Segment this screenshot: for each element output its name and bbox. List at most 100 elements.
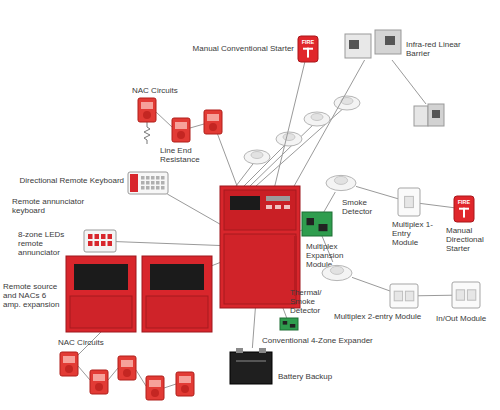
smoke-detector-symbol: [304, 112, 330, 126]
smoke-detector-symbol: [244, 150, 270, 164]
barrier-icon: [345, 30, 401, 58]
panel-icon: [220, 186, 300, 308]
plate1-icon: [405, 196, 414, 207]
resistor-symbol: [144, 122, 150, 144]
barrier-icon: [349, 40, 359, 49]
device-marking: FIRE: [454, 199, 474, 205]
plate2-icon: [452, 282, 480, 308]
wire-connector: [352, 277, 390, 291]
plate2-icon: [390, 284, 418, 308]
ir-barrier-symbol: [414, 104, 444, 126]
cabinets-icon: [74, 264, 128, 290]
detector-icon: [326, 175, 356, 190]
device-label: Multiplex Expansion Module: [306, 242, 356, 269]
smoke-detector-symbol: [251, 152, 263, 159]
battery-icon: [230, 352, 272, 384]
strobe-icon: [60, 352, 78, 376]
device-label: Multiplex 2-entry Module: [334, 312, 421, 321]
wire-connector: [218, 134, 238, 186]
nac-strobe: [143, 111, 151, 119]
fire-panel: [220, 186, 300, 308]
device-label: Smoke Detector: [342, 198, 382, 216]
wire-connector: [420, 203, 454, 207]
plate2-icon: [390, 284, 418, 308]
device-label: NAC Circuits: [58, 338, 104, 347]
keypad-icon: [161, 181, 165, 185]
wire-connector: [294, 60, 364, 186]
zone-expander: Conventional 4-Zone Expander: [280, 318, 298, 330]
plate1-icon: [398, 188, 420, 216]
ir-barrier-symbol: [428, 104, 444, 126]
plate2-icon: [456, 290, 464, 300]
detector-icon: [326, 175, 356, 190]
wire-connector: [252, 308, 255, 348]
plate2-icon: [452, 282, 480, 308]
cabinets-icon: [146, 296, 208, 328]
wire-connector: [418, 295, 452, 297]
firebox-icon: [298, 36, 318, 62]
nac-strobe: [176, 372, 194, 396]
barrier-icon: [375, 30, 401, 54]
cabinets-icon: [66, 256, 212, 332]
device-label: Remote source and NACs 6 amp. expansion: [3, 282, 63, 309]
firebox-icon: [307, 48, 309, 58]
alarm-starter: Manual Conventional StarterFIRE: [298, 36, 318, 62]
board-icon: [280, 318, 298, 330]
panel-icon: [230, 196, 260, 210]
plate2-icon: [452, 282, 480, 308]
panel-icon: [294, 236, 297, 296]
detector-wire: [164, 384, 176, 388]
smoke-detector-symbol: [283, 134, 295, 141]
detector-icon: [326, 172, 356, 192]
keypad-icon: [146, 186, 150, 190]
keypad-icon: [128, 172, 168, 194]
detector-wire: [190, 124, 204, 128]
annunciator-icon: [95, 234, 100, 239]
nac-strobe: [146, 376, 164, 400]
nac-strobe: [175, 122, 187, 129]
strobe-icon: [60, 352, 78, 376]
barrier-icon: [385, 36, 395, 45]
firebox-icon: [454, 196, 474, 222]
strobe-icon: [63, 356, 75, 363]
device-label: Manual Conventional Starter: [180, 44, 294, 53]
barrier-icon: [345, 30, 401, 60]
battery-icon: [236, 360, 266, 362]
keypad-icon: [146, 181, 150, 185]
board-icon: [302, 212, 332, 236]
panel-icon: [266, 196, 290, 201]
nac-strobe: [138, 98, 156, 122]
nac-strobe: NAC Circuits: [60, 352, 78, 376]
strobe-icon: [204, 110, 222, 134]
cabinets-icon: [142, 256, 212, 332]
plate2-icon: [394, 291, 402, 301]
smoke-detector: Smoke Detector: [326, 172, 356, 192]
plate2-icon: [390, 284, 418, 308]
keypad-icon: [146, 176, 150, 180]
panel-icon: [224, 234, 296, 304]
device-label: Multiplex 1-Entry Module: [392, 220, 434, 247]
cabinets-icon: [66, 256, 212, 332]
board-icon: [319, 224, 328, 231]
detector-icon: [322, 265, 352, 280]
plate1-icon: [398, 188, 420, 216]
panel-icon: [284, 205, 290, 209]
io-module: In/Out Module: [452, 282, 480, 308]
device-label: Thermal/ Smoke Detector: [290, 288, 330, 315]
plate2-icon: [405, 291, 413, 301]
strobe-icon: [60, 352, 78, 376]
device-label: Remote annunciator keyboard: [12, 197, 96, 215]
detector-wire: [108, 368, 118, 380]
keypad-icon: [128, 172, 168, 194]
power-cabinet: Remote source and NACs 6 amp. expansion: [66, 256, 212, 332]
expansion-board: Multiplex Expansion Module: [302, 212, 332, 236]
annunciator-icon: [108, 241, 113, 246]
panel-icon: [220, 186, 300, 308]
nac-strobe: [90, 370, 108, 394]
keypad-icon: [141, 176, 145, 180]
detector-wire: [392, 60, 426, 104]
keypad-icon: [156, 176, 160, 180]
nac-strobe: [176, 372, 194, 396]
